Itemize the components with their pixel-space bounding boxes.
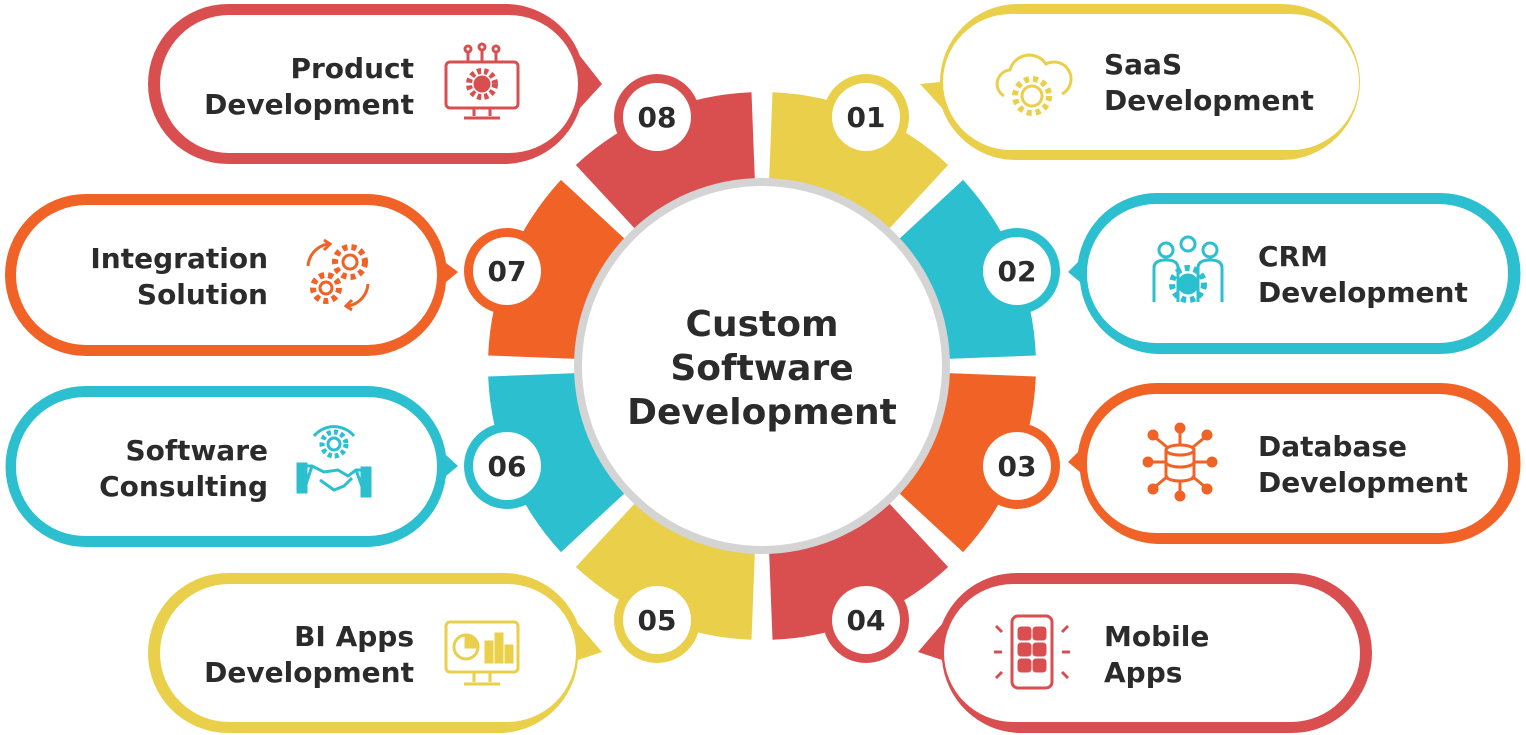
ring-segments (488, 92, 1036, 640)
center-title-line-3: Development (627, 392, 897, 433)
cloud-gear-icon (995, 53, 1073, 116)
database-network-icon (1142, 422, 1218, 502)
callout-05-line-1: BI Apps (294, 620, 414, 653)
monitor-gear-icon (444, 42, 520, 120)
callout-crm-development: CRM Development (1068, 192, 1521, 354)
callout-integration-solution: Integration Solution (5, 193, 458, 357)
badge-08: 08 (614, 74, 700, 160)
callout-01-line-1: SaaS (1104, 48, 1182, 81)
callout-product-development: Product Development (148, 3, 602, 165)
badge-05-number: 05 (638, 604, 677, 637)
callout-05-line-2: Development (204, 656, 414, 689)
ring-segment-02 (891, 179, 1036, 360)
callout-07-line-1: Integration (90, 242, 268, 275)
ring-segment-04 (768, 495, 949, 640)
callout-03-line-1: Database (1258, 430, 1407, 463)
badge-01-number: 01 (847, 101, 886, 134)
center-hub: Custom Software Development (574, 178, 950, 554)
badge-03-number: 03 (998, 450, 1037, 483)
badge-06: 06 (464, 423, 550, 509)
center-title-line-1: Custom (686, 304, 839, 345)
badge-04-number: 04 (847, 604, 886, 637)
ring-segment-06 (488, 372, 633, 553)
badge-02-number: 02 (998, 255, 1037, 288)
badge-03: 03 (974, 423, 1060, 509)
badge-04: 04 (823, 577, 909, 663)
callout-04-line-1: Mobile (1104, 620, 1209, 653)
callout-bi-apps-development: BI Apps Development (148, 572, 602, 733)
callout-database-development: Database Development (1068, 382, 1521, 544)
callout-saas-development: SaaS Development (920, 4, 1360, 161)
gears-cycle-icon (306, 238, 370, 312)
badge-06-number: 06 (488, 450, 527, 483)
callout-01-line-2: Development (1104, 84, 1314, 117)
callout-08-line-2: Development (204, 88, 414, 121)
handshake-gear-icon (296, 425, 372, 498)
ring-segment-08 (575, 92, 756, 237)
center-title-line-2: Software (670, 348, 853, 389)
callout-04-line-2: Apps (1104, 656, 1182, 689)
badge-07: 07 (464, 228, 550, 314)
callout-07-line-2: Solution (137, 278, 268, 311)
badge-02: 02 (974, 228, 1060, 314)
callout-08-line-1: Product (290, 52, 414, 85)
badge-05: 05 (614, 577, 700, 663)
callout-02-line-1: CRM (1258, 240, 1328, 273)
ring-segment-03 (891, 372, 1036, 553)
ring-segment-05 (575, 495, 756, 640)
callout-02-line-2: Development (1258, 276, 1468, 309)
badge-08-number: 08 (638, 101, 677, 134)
ring-segment-07 (488, 179, 633, 360)
callout-03-line-2: Development (1258, 466, 1468, 499)
team-gear-icon (1152, 235, 1224, 303)
number-badges: 01 02 03 04 05 06 07 (464, 74, 1060, 663)
callout-software-consulting: Software Consulting (5, 385, 459, 548)
callout-mobile-apps: Mobile Apps (918, 572, 1372, 733)
mobile-apps-icon (994, 614, 1070, 690)
bi-monitor-icon (444, 620, 520, 686)
callout-06-line-2: Consulting (99, 470, 268, 503)
badge-01: 01 (823, 74, 909, 160)
ring-segment-01 (768, 92, 949, 237)
badge-07-number: 07 (488, 255, 527, 288)
callout-06-line-1: Software (125, 434, 268, 467)
